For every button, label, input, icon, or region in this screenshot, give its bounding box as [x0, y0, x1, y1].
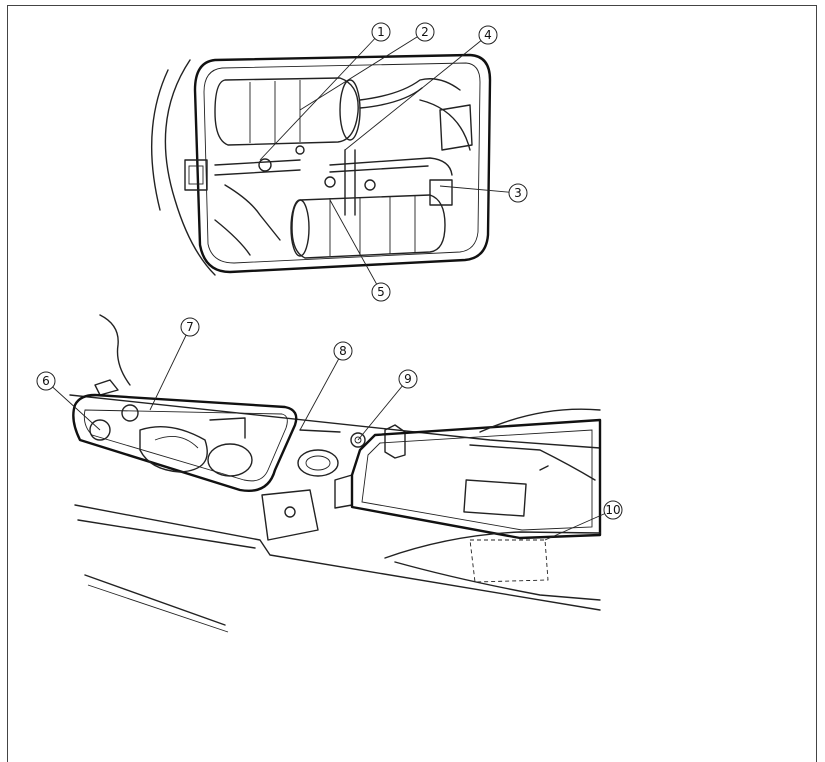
- callout-circle-9: [398, 369, 418, 389]
- leader-line-1: [259, 31, 382, 161]
- callout-circle-4: [478, 25, 498, 45]
- callout-label-8: 8: [339, 344, 347, 358]
- callout-label-6: 6: [42, 374, 50, 388]
- callout-circle-6: [36, 371, 56, 391]
- callout-label-3: 3: [514, 186, 522, 200]
- callout-circle-10: [603, 500, 623, 520]
- callout-circle-2: [415, 22, 435, 42]
- callout-label-4: 4: [484, 28, 492, 42]
- leader-line-10: [544, 509, 614, 541]
- leader-line-5: [329, 199, 382, 293]
- leader-line-9: [357, 378, 409, 441]
- callout-label-2: 2: [421, 25, 429, 39]
- callout-circle-5: [371, 282, 391, 302]
- callout-label-7: 7: [186, 320, 194, 334]
- callout-label-5: 5: [377, 285, 385, 299]
- callout-label-9: 9: [404, 372, 412, 386]
- leader-line-4: [344, 34, 489, 151]
- leader-line-8: [299, 350, 344, 431]
- leader-lines: [45, 31, 614, 541]
- page-frame: [7, 5, 817, 762]
- leader-line-7: [149, 326, 191, 411]
- leader-line-3: [439, 185, 519, 194]
- callout-group: 1 2 3 4 5 6 7 8 9 10: [36, 22, 623, 520]
- deck-illustration: [69, 314, 602, 633]
- leader-line-6: [45, 380, 101, 431]
- engine-compartment-illustration: [151, 53, 492, 276]
- callout-label-10: 10: [605, 503, 620, 517]
- callout-circle-8: [333, 341, 353, 361]
- leader-line-2: [299, 31, 426, 111]
- callout-circle-1: [371, 22, 391, 42]
- callout-circle-3: [508, 183, 528, 203]
- callout-label-1: 1: [377, 25, 385, 39]
- callout-circle-7: [180, 317, 200, 337]
